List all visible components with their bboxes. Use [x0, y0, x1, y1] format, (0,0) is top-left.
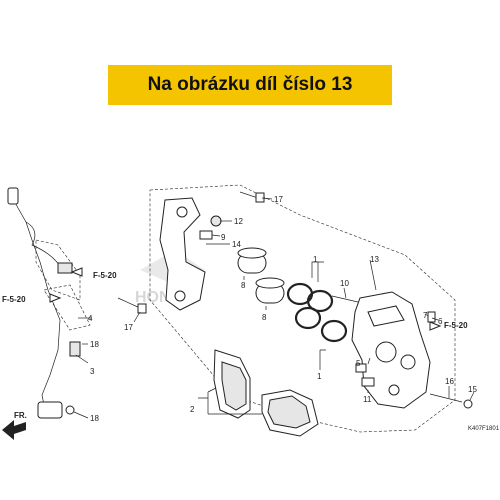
pin-16-icon — [429, 393, 463, 403]
callout-17-top: 17 — [274, 195, 283, 204]
bolt-17-left — [117, 297, 147, 314]
pistons — [237, 247, 285, 304]
ref-f-5-20-right: F-5-20 — [444, 321, 468, 330]
callout-3: 3 — [90, 367, 95, 376]
callout-13: 13 — [370, 255, 379, 264]
wheel-speed-sensor-icon — [37, 401, 63, 419]
caliper-bracket — [159, 197, 206, 311]
callout-18-upper: 18 — [90, 340, 99, 349]
leader-lines — [73, 197, 475, 419]
boot-12-icon — [210, 215, 222, 227]
shim-icon — [355, 363, 367, 373]
piston-seals — [286, 282, 348, 343]
ref-f-5-20-left: F-5-20 — [2, 295, 26, 304]
callout-2: 2 — [190, 405, 195, 414]
bleeder-valve-icon — [424, 311, 436, 323]
reference-arrows — [49, 267, 442, 331]
callout-8-upper: 8 — [241, 281, 246, 290]
callout-17-left: 17 — [124, 323, 133, 332]
bolt-11-icon — [361, 377, 375, 387]
callout-11: 11 — [363, 395, 372, 404]
diagram-code: K407F1801 — [468, 426, 500, 432]
callout-15: 15 — [468, 385, 477, 394]
bolt-17-top — [239, 191, 265, 203]
callout-7: 7 — [423, 311, 428, 320]
callout-9: 9 — [221, 233, 226, 242]
callout-5: 5 — [356, 359, 361, 368]
callout-12: 12 — [234, 217, 243, 226]
callout-14: 14 — [232, 240, 241, 249]
callout-1-bottom: 1 — [317, 372, 322, 381]
front-label: FR. — [14, 411, 27, 420]
callout-18-lower: 18 — [90, 414, 99, 423]
abs-sensor-harness — [7, 187, 91, 419]
callout-4: 4 — [88, 314, 93, 323]
pin-10-icon — [331, 295, 359, 303]
sensor-clamp-icon — [69, 341, 81, 357]
ref-f-5-20-upper: F-5-20 — [93, 271, 117, 280]
brake-pads — [213, 349, 319, 437]
cap-15-icon — [463, 399, 473, 409]
callout-6: 6 — [438, 317, 443, 326]
front-direction-arrow — [2, 420, 26, 440]
callout-1-top: 1 — [313, 255, 318, 264]
callout-8-lower: 8 — [262, 313, 267, 322]
part-number-banner: Na obrázku díl číslo 13 — [108, 65, 392, 105]
caliper-body-13 — [351, 291, 431, 409]
callout-10: 10 — [340, 279, 349, 288]
sensor-connector-icon — [7, 187, 19, 205]
callout-16: 16 — [445, 377, 454, 386]
sleeve-9-icon — [199, 230, 213, 240]
